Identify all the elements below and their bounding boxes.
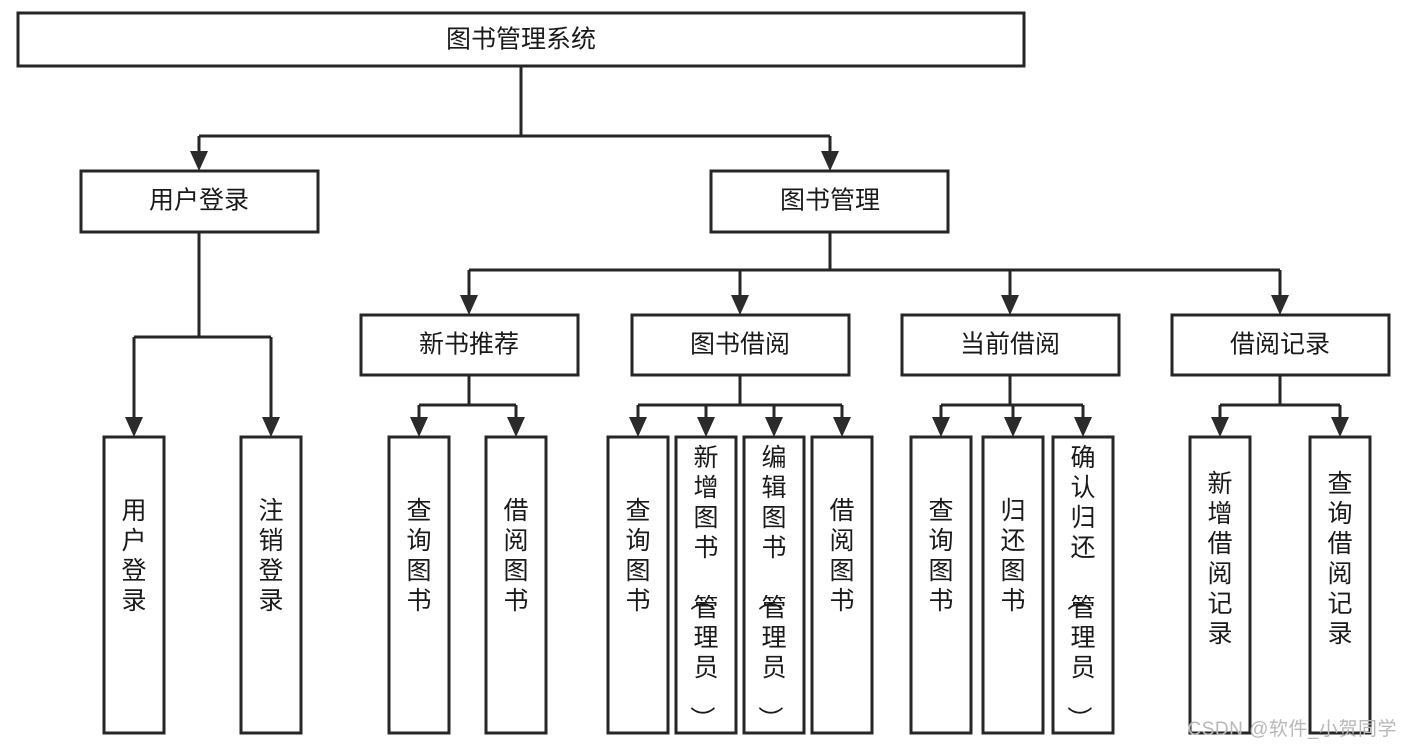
node-borrow-record-label: 借阅记录 (1230, 331, 1330, 359)
arrow-icon (1271, 295, 1289, 315)
node-current-borrow-label: 当前借阅 (960, 331, 1060, 359)
node-leaf-confirm-return-admin[interactable]: 确认归还（管理员） (1051, 435, 1115, 735)
arrow-icon (460, 295, 478, 315)
node-leaf-query-borrow-record[interactable]: 查询借阅记录 (1308, 435, 1372, 735)
arrow-icon (731, 295, 749, 315)
node-leaf-edit-book-admin-label: 编辑图书（管理员） (755, 444, 786, 731)
csdn-watermark: CSDN @软件_小贺同学 (1187, 719, 1397, 740)
arrow-icon (190, 151, 208, 171)
node-root-box[interactable] (16, 11, 1026, 68)
node-leaf-return-book[interactable]: 归还图书 (981, 435, 1045, 735)
node-leaf-logout-box[interactable] (239, 435, 303, 735)
node-leaf-return-book-box[interactable] (981, 435, 1045, 735)
arrow-icon (125, 417, 143, 437)
arrow-icon (1074, 417, 1092, 437)
connector-root-to-level2 (190, 66, 839, 171)
arrow-icon (262, 417, 280, 437)
node-leaf-query-borrow-record-box[interactable] (1308, 435, 1372, 735)
arrow-icon (1001, 295, 1019, 315)
node-user-login-label: 用户登录 (149, 187, 249, 215)
node-borrow-record-box[interactable] (1170, 313, 1391, 377)
node-user-login-box[interactable] (79, 169, 320, 234)
node-leaf-query-book-1-label: 查询图书 (406, 497, 431, 615)
node-leaf-query-book-3-box[interactable] (909, 435, 973, 735)
node-leaf-add-borrow-record-box[interactable] (1188, 435, 1252, 735)
arrow-icon (765, 417, 783, 437)
node-borrow-record[interactable]: 借阅记录 (1170, 313, 1391, 377)
node-leaf-edit-book-admin-box[interactable] (742, 435, 806, 735)
node-root-label: 图书管理系统 (446, 26, 596, 54)
node-leaf-query-book-2-label: 查询图书 (625, 497, 650, 615)
node-leaf-add-borrow-record[interactable]: 新增借阅记录 (1188, 435, 1252, 735)
node-leaf-query-book-3-label: 查询图书 (928, 497, 953, 615)
arrow-icon (1004, 417, 1022, 437)
node-current-borrow-box[interactable] (900, 313, 1121, 377)
connector-userlogin-to-leaves (125, 232, 280, 437)
node-leaf-borrow-book-1-box[interactable] (484, 435, 548, 735)
node-leaf-confirm-return-admin-label: 确认归还（管理员） (1064, 444, 1095, 731)
node-leaf-user-login-box[interactable] (102, 435, 166, 735)
arrow-icon (507, 417, 525, 437)
node-book-borrow[interactable]: 图书借阅 (630, 313, 851, 377)
connector-currentborrow-to-leaves (932, 375, 1092, 437)
node-leaf-query-book-3[interactable]: 查询图书 (909, 435, 973, 735)
node-leaf-query-book-1-box[interactable] (387, 435, 451, 735)
node-leaf-borrow-book-2-label: 借阅图书 (829, 497, 854, 615)
node-book-borrow-label: 图书借阅 (690, 331, 790, 359)
node-leaf-logout-label: 注销登录 (258, 497, 283, 615)
node-leaf-confirm-return-admin-box[interactable] (1051, 435, 1115, 735)
connector-bookborrow-to-leaves (629, 375, 851, 437)
node-leaf-logout[interactable]: 注销登录 (239, 435, 303, 735)
node-leaf-borrow-book-2-box[interactable] (810, 435, 874, 735)
arrow-icon (629, 417, 647, 437)
node-root[interactable]: 图书管理系统 (16, 11, 1026, 68)
node-leaf-add-book-admin[interactable]: 新增图书（管理员） (674, 435, 738, 735)
node-leaf-query-book-2[interactable]: 查询图书 (606, 435, 670, 735)
node-new-book-recommend-label: 新书推荐 (419, 331, 519, 359)
node-book-manage-label: 图书管理 (780, 187, 880, 215)
arrow-icon (1331, 417, 1349, 437)
node-leaf-borrow-book-1-label: 借阅图书 (503, 497, 528, 615)
arrow-icon (932, 417, 950, 437)
node-leaf-borrow-book-1[interactable]: 借阅图书 (484, 435, 548, 735)
arrow-icon (821, 151, 839, 171)
node-book-manage[interactable]: 图书管理 (709, 169, 950, 234)
connector-bookmanage-to-level3 (460, 232, 1289, 315)
node-book-borrow-box[interactable] (630, 313, 851, 377)
node-leaf-query-book-1[interactable]: 查询图书 (387, 435, 451, 735)
node-leaf-return-book-label: 归还图书 (1000, 497, 1025, 615)
node-leaf-query-book-2-box[interactable] (606, 435, 670, 735)
arrow-icon (833, 417, 851, 437)
node-new-book-recommend-box[interactable] (359, 313, 580, 377)
node-book-manage-box[interactable] (709, 169, 950, 234)
arrow-icon (697, 417, 715, 437)
connector-newbook-to-leaves (410, 375, 525, 437)
node-leaf-add-borrow-record-label: 新增借阅记录 (1207, 470, 1232, 648)
node-leaf-borrow-book-2[interactable]: 借阅图书 (810, 435, 874, 735)
node-user-login[interactable]: 用户登录 (79, 169, 320, 234)
node-leaf-add-book-admin-box[interactable] (674, 435, 738, 735)
node-leaf-add-book-admin-label: 新增图书（管理员） (687, 444, 718, 731)
node-new-book-recommend[interactable]: 新书推荐 (359, 313, 580, 377)
connector-borrowrecord-to-leaves (1211, 375, 1349, 437)
arrow-icon (1211, 417, 1229, 437)
node-leaf-edit-book-admin[interactable]: 编辑图书（管理员） (742, 435, 806, 735)
node-leaf-user-login-label: 用户登录 (121, 497, 146, 615)
node-leaf-query-borrow-record-label: 查询借阅记录 (1327, 470, 1352, 648)
arrow-icon (410, 417, 428, 437)
node-leaf-user-login[interactable]: 用户登录 (102, 435, 166, 735)
node-current-borrow[interactable]: 当前借阅 (900, 313, 1121, 377)
